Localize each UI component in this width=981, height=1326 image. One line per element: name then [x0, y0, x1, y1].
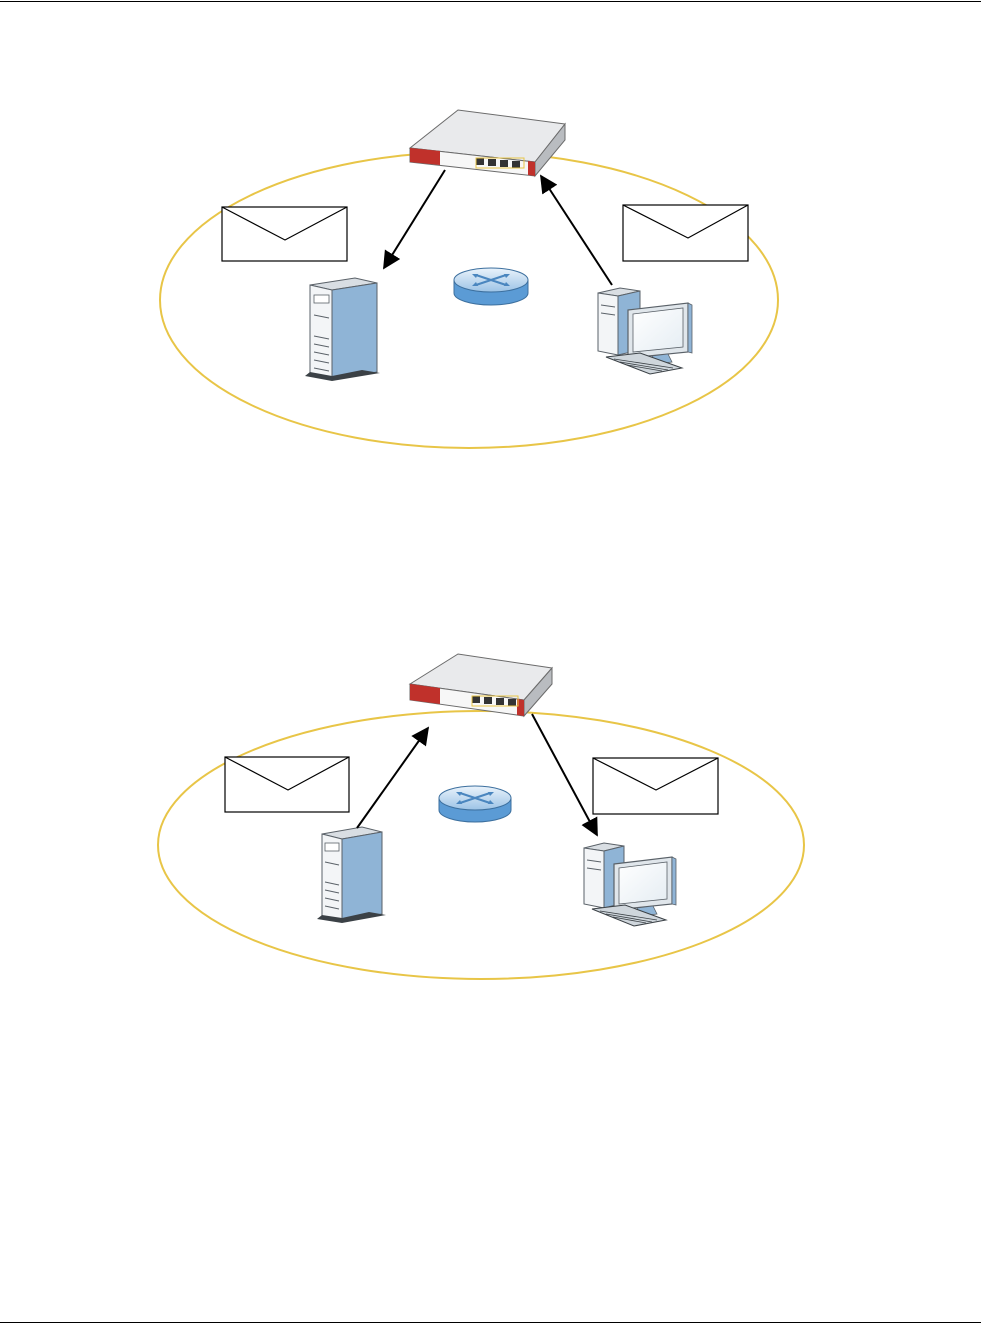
envelope-icon: [222, 207, 347, 261]
firewall-device-icon: [410, 654, 552, 716]
header-rule: [0, 1, 981, 2]
edge-device-to-server: [384, 170, 445, 268]
edge-device-to-client: [532, 714, 597, 835]
switch-icon: [454, 268, 528, 305]
server-tower-icon: [317, 827, 386, 923]
desktop-computer-icon: [598, 288, 692, 374]
envelope-icon: [593, 758, 718, 814]
envelope-icon: [225, 757, 349, 812]
diagram-figure-2: [0, 650, 981, 990]
switch-icon: [439, 786, 511, 822]
firewall-device-icon: [410, 110, 565, 176]
edge-client-to-device: [541, 176, 612, 285]
envelope-icon: [623, 205, 748, 261]
footer-rule: [0, 1322, 981, 1323]
diagram-figure-1: [0, 100, 981, 460]
network-boundary-ellipse: [158, 711, 804, 979]
desktop-computer-icon: [584, 843, 676, 926]
server-tower-icon: [305, 278, 380, 381]
edge-server-to-device: [357, 728, 428, 828]
